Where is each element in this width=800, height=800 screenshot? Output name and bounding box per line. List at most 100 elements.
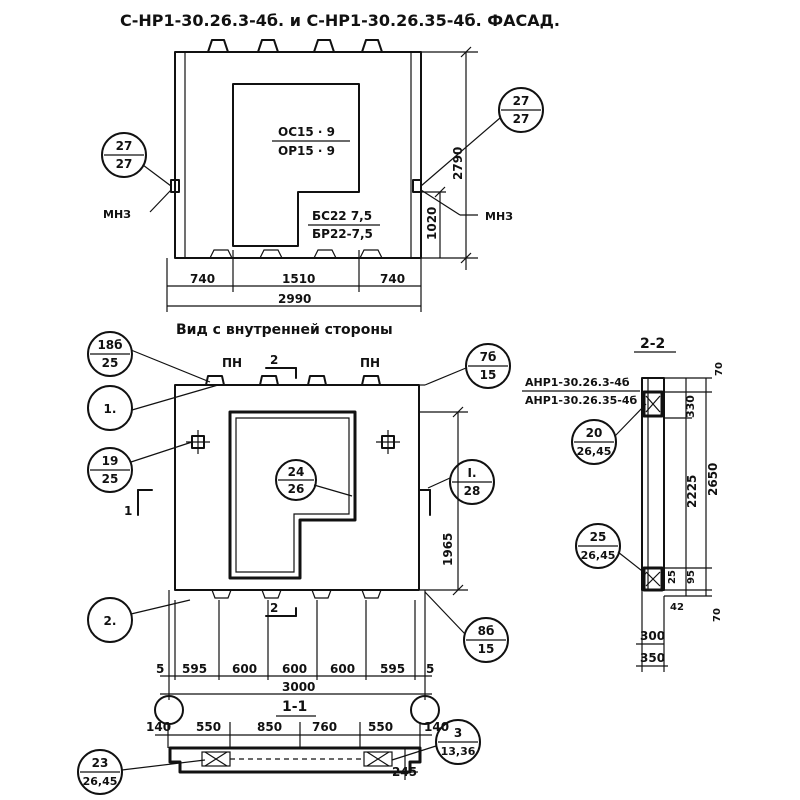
lifting-loop	[205, 375, 225, 386]
dim-140-left: 140	[146, 720, 171, 734]
dim-245: 245	[392, 765, 417, 779]
dim-2225: 2225	[685, 475, 699, 508]
label-pn-left: ПН	[222, 356, 242, 370]
dim-70-top: 70	[714, 362, 725, 376]
section-2-2-title: 2-2	[640, 336, 665, 352]
callout-number: 24	[288, 465, 305, 479]
callout-number: 8б	[478, 624, 495, 638]
dim-70-bottom: 70	[712, 608, 723, 622]
callout-number: 1.	[104, 402, 117, 416]
window-door-opening	[232, 83, 360, 247]
dim-5-right: 5	[426, 662, 434, 676]
lifting-loop	[207, 39, 229, 53]
interior-opening-outer	[228, 410, 357, 580]
callout-20	[571, 419, 617, 465]
window-mark-bottom: ОР15 · 9	[278, 144, 335, 158]
dim-550-left: 550	[196, 720, 221, 734]
label-pn-right: ПН	[360, 356, 380, 370]
callout-sheet: 25	[102, 356, 119, 370]
callout-sheet: 28	[464, 484, 481, 498]
dim-740-left: 740	[190, 272, 215, 286]
door-mark-top: БС22 7,5	[312, 209, 372, 223]
callout-3	[435, 719, 481, 765]
dim-330: 330	[684, 395, 697, 418]
dim-1510: 1510	[282, 272, 315, 286]
dim-550-right: 550	[368, 720, 393, 734]
axis-marker-right	[410, 695, 440, 725]
callout-2	[87, 597, 133, 643]
callout-25	[575, 523, 621, 569]
lifting-loop	[307, 375, 327, 386]
callout-number: 19	[102, 454, 119, 468]
interior-panel-outline	[174, 384, 420, 591]
callout-sheet: 13,36	[441, 745, 476, 758]
callout-number: 25	[590, 530, 607, 544]
callout-1	[87, 385, 133, 431]
callout-sheet: 26,45	[577, 445, 612, 458]
callout-27-right	[498, 87, 544, 133]
callout-sheet: 26	[288, 482, 305, 496]
callout-number: I.	[467, 466, 476, 480]
callout-I	[449, 459, 495, 505]
callout-sheet: 15	[478, 642, 495, 656]
dim-1020: 1020	[425, 207, 439, 240]
label-anr-line1: АНР1-30.26.3-4б	[525, 376, 630, 389]
dim-2790: 2790	[451, 147, 465, 180]
callout-number: 27	[513, 94, 530, 108]
dim-600-b: 600	[282, 662, 307, 676]
callout-number: 27	[116, 139, 133, 153]
callout-number: 18б	[97, 338, 122, 352]
label-anr-line2: АНР1-30.26.35-4б	[525, 394, 638, 407]
window-mark-top: ОС15 · 9	[278, 125, 335, 139]
dim-600-c: 600	[330, 662, 355, 676]
label-mnz-right: МНЗ	[485, 210, 513, 223]
callout-number: 7б	[480, 350, 497, 364]
dim-25: 25	[667, 570, 678, 584]
section-1-1-title: 1-1	[282, 699, 307, 715]
callout-7	[465, 343, 511, 389]
dim-1965: 1965	[441, 533, 455, 566]
dim-140-right: 140	[424, 720, 449, 734]
section-void-right	[363, 751, 393, 767]
dim-350: 350	[640, 651, 665, 665]
dim-3000: 3000	[282, 680, 315, 694]
door-mark-bottom: БР22-7,5	[312, 227, 373, 241]
callout-23	[77, 749, 123, 795]
lifting-loop	[313, 39, 335, 53]
dim-2990: 2990	[278, 292, 311, 306]
dim-2650: 2650	[706, 463, 720, 496]
callout-sheet: 26,45	[581, 549, 616, 562]
lifting-loop	[361, 39, 383, 53]
callout-number: 20	[586, 426, 603, 440]
facade-panel-outline	[174, 51, 422, 259]
top-anchor-block	[642, 390, 664, 418]
dim-95: 95	[686, 570, 697, 584]
bottom-keys	[211, 589, 382, 599]
callout-sheet: 26,45	[83, 775, 118, 788]
bottom-anchor-block	[642, 566, 664, 592]
callout-number: 3	[454, 726, 462, 740]
label-mnz-left: МНЗ	[103, 208, 131, 221]
callout-sheet: 27	[116, 157, 133, 171]
sheet-title: С-НР1-30.26.3-4б. и С-НР1-30.26.35-4б. Ф…	[120, 11, 560, 30]
section-2-2: 2-2 АНР1-30.26.3-4б АНР1-30.26.35-4б 70 …	[522, 336, 725, 672]
section-mark-2-top: 2	[270, 353, 278, 367]
axis-marker-left	[154, 695, 184, 725]
dim-760: 760	[312, 720, 337, 734]
dim-595-right: 595	[380, 662, 405, 676]
dim-740-right: 740	[380, 272, 405, 286]
dim-300: 300	[640, 629, 665, 643]
lifting-loop	[259, 375, 279, 386]
callout-18	[87, 331, 133, 377]
callout-sheet: 27	[513, 112, 530, 126]
callout-number: 2.	[104, 614, 117, 628]
section-mark-1: 1	[124, 504, 132, 518]
lifting-loop	[361, 375, 381, 386]
lifting-loop	[257, 39, 279, 53]
callout-19	[87, 447, 133, 493]
callout-24	[275, 459, 317, 501]
interior-view: Вид с внутренней стороны ПН ПН 2 1 2	[87, 322, 511, 725]
section-mark-2-bottom: 2	[270, 601, 278, 615]
callout-number: 23	[92, 756, 109, 770]
embedded-part-right	[412, 179, 422, 193]
